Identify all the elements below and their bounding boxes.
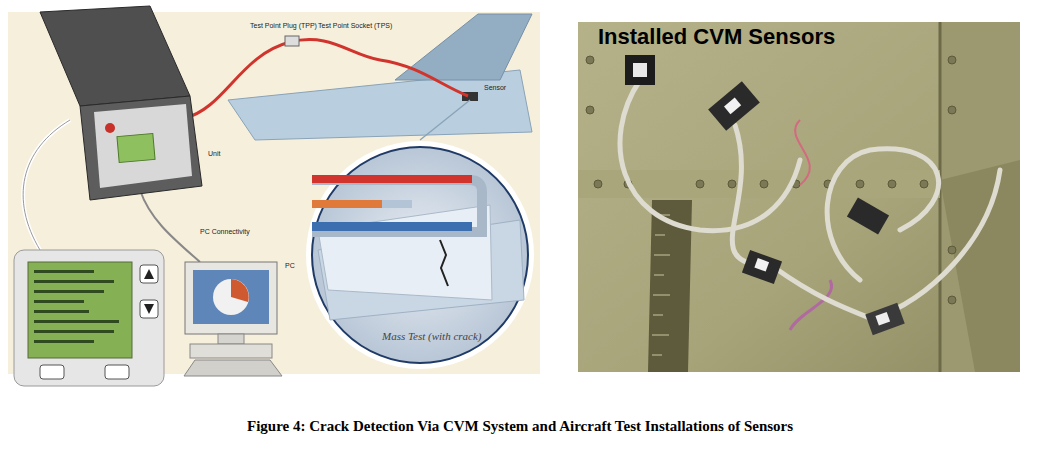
part-name: Test Point Socket (TPS) — [318, 22, 392, 29]
handheld-screen — [28, 262, 132, 358]
case-lid — [40, 6, 190, 106]
handheld — [14, 250, 164, 386]
cable — [23, 120, 70, 250]
magnifier-ring — [306, 141, 534, 369]
case-body — [80, 96, 202, 200]
case-tray — [94, 104, 192, 188]
photo — [578, 22, 1020, 372]
part-name: Unit — [208, 150, 220, 157]
photo-title: Installed CVM Sensors — [598, 24, 835, 50]
unit-display — [117, 133, 155, 162]
part-name: Test Point Plug (TPP) — [250, 22, 317, 29]
button — [105, 123, 115, 133]
pc-monitor — [185, 262, 277, 334]
cable — [185, 40, 468, 118]
inset-title: Mass Test (with crack) — [382, 330, 482, 342]
cable — [23, 120, 70, 250]
plug-symbol — [285, 36, 299, 46]
part-name: Sensor — [484, 84, 506, 91]
figure-caption: Figure 4: Crack Detection Via CVM System… — [247, 418, 793, 435]
part-name: PC Connectivity — [200, 228, 250, 235]
magnifier — [312, 147, 528, 363]
sensor-photo — [625, 55, 655, 85]
crack — [440, 240, 448, 286]
part-name: PC — [285, 262, 295, 269]
